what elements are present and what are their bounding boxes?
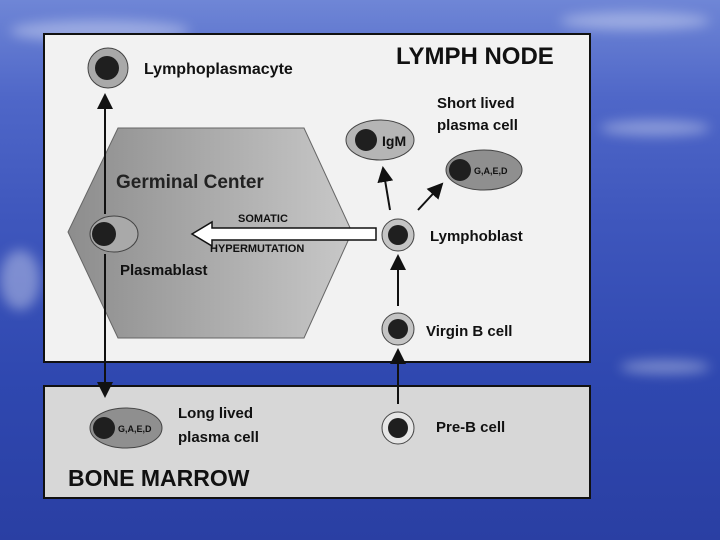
lymphoplasmacyte-label: Lymphoplasmacyte xyxy=(144,61,293,78)
igm-label: IgM xyxy=(382,133,406,149)
arrow-to-igm xyxy=(377,166,394,211)
long-lived-nucleus xyxy=(93,417,115,439)
pre-b-label: Pre-B cell xyxy=(436,419,505,436)
lymphoblast-label: Lymphoblast xyxy=(430,228,523,245)
cloud-streak xyxy=(0,250,40,310)
long-lived-label-1: Long lived xyxy=(178,405,253,422)
virgin-b-nucleus xyxy=(388,319,408,339)
germinal-center-label: Germinal Center xyxy=(116,172,264,193)
plasmablast-label: Plasmablast xyxy=(120,262,208,279)
lymphoplasmacyte-nucleus xyxy=(95,56,119,80)
short-lived-label-1: Short lived xyxy=(437,95,515,112)
cloud-streak xyxy=(600,120,710,136)
hypermutation-label: HYPERMUTATION xyxy=(210,243,304,255)
virgin-b-label: Virgin B cell xyxy=(426,323,512,340)
cloud-streak xyxy=(620,360,710,374)
long-lived-label-2: plasma cell xyxy=(178,429,259,446)
bone-marrow-title: BONE MARROW xyxy=(68,465,250,491)
cloud-streak xyxy=(560,12,710,30)
somatic-label: SOMATIC xyxy=(238,213,288,225)
long-lived-gaed-label: G,A,E,D xyxy=(118,424,152,434)
plasmablast-nucleus xyxy=(92,222,116,246)
igm-nucleus xyxy=(355,129,377,151)
lymph-node-title: LYMPH NODE xyxy=(396,43,554,70)
gaed-short-cell xyxy=(445,149,523,191)
gaed-short-label: G,A,E,D xyxy=(474,166,508,176)
lymphoblast-nucleus xyxy=(388,225,408,245)
gaed-short-nucleus xyxy=(449,159,471,181)
pre-b-nucleus xyxy=(388,418,408,438)
arrow-to-gaed xyxy=(417,182,444,211)
somatic-hypermutation-arrow xyxy=(190,220,377,248)
short-lived-label-2: plasma cell xyxy=(437,117,518,134)
